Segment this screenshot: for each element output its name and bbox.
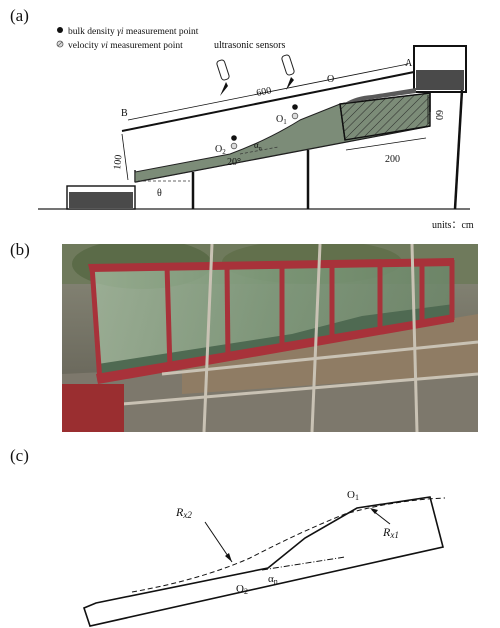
legend-bulk-density-symbol: γi <box>117 27 124 37</box>
legend-bulk-density-suffix: measurement point <box>123 27 198 37</box>
label-Rx2-sub: x2 <box>182 510 192 520</box>
label-c-alpha: α <box>268 573 274 585</box>
label-O1: O <box>276 114 283 125</box>
svg-text:bulk density γi measurement po: bulk density γi measurement point <box>68 27 199 37</box>
svg-text:velocity vi measurement point: velocity vi measurement point <box>68 41 183 51</box>
ultrasonic-sensor-left-icon <box>216 59 230 96</box>
svg-text:αn: αn <box>254 140 262 152</box>
legend-bulk-density-prefix: bulk density <box>68 27 117 37</box>
panel-label-a: (a) <box>10 6 29 25</box>
bulk-density-marker-icon <box>57 27 63 33</box>
label-alpha-sub: n <box>259 146 262 152</box>
rx2-arrowhead-icon <box>225 553 232 562</box>
slope-reference-line <box>261 556 346 571</box>
ultrasonic-sensor-right-icon <box>281 54 295 90</box>
length-dimension-line <box>127 63 409 121</box>
support-leg-3 <box>453 89 464 210</box>
flume-schematic: bulk density γi measurement point veloci… <box>38 27 474 231</box>
label-A: A <box>405 58 413 69</box>
label-alpha: α <box>254 140 259 150</box>
slope-profile-diagram: O1 O2 αn Rx2 Rx1 <box>83 489 446 627</box>
label-O: O <box>327 74 334 85</box>
density-point-O1 <box>292 104 298 110</box>
slope-angle-label: 20° <box>227 157 241 168</box>
legend-velocity-prefix: velocity <box>68 41 101 51</box>
ultrasonic-sensors-label: ultrasonic sensors <box>214 40 285 51</box>
tank-length-dimension-label: 200 <box>385 154 400 165</box>
svg-text:O2: O2 <box>236 583 248 596</box>
height-dimension-line <box>121 133 129 181</box>
label-Rx1-sub: x1 <box>389 530 399 540</box>
label-Rx2: R <box>175 505 184 519</box>
tank-length-dimension-line <box>345 137 427 151</box>
photo-frame-posts <box>89 260 455 383</box>
label-B: B <box>121 108 128 119</box>
label-O1-sub: 1 <box>283 118 287 126</box>
label-Rx1: R <box>382 525 391 539</box>
svg-text:Rx1: Rx1 <box>382 525 399 540</box>
label-c-O2: O <box>236 583 244 595</box>
panel-label-c: (c) <box>10 446 29 465</box>
photo-frame-top <box>88 258 454 272</box>
units-label: units：cm <box>432 220 474 231</box>
velocity-point-O2 <box>230 142 238 150</box>
label-c-O1-sub: 1 <box>355 493 359 502</box>
height-dimension-label: 100 <box>112 154 125 170</box>
fitted-curve <box>131 497 446 593</box>
svg-text:O1: O1 <box>347 489 359 502</box>
density-point-O2 <box>231 135 237 141</box>
velocity-point-O1 <box>291 112 299 120</box>
svg-text:Rx2: Rx2 <box>175 505 192 520</box>
label-c-O2-sub: 2 <box>244 587 248 596</box>
svg-text:αn: αn <box>268 573 278 586</box>
label-c-O1: O <box>347 489 355 501</box>
svg-text:O1: O1 <box>276 114 287 126</box>
right-height-dimension-label: 60 <box>433 110 444 120</box>
photo-frame-bottom <box>96 314 454 384</box>
profile-outline <box>83 496 444 627</box>
photo-flume-glass <box>90 262 454 380</box>
base-angle-label: θ <box>157 188 162 199</box>
svg-text:O2: O2 <box>215 144 226 156</box>
rx1-arrowhead-icon <box>370 508 378 514</box>
legend-velocity-suffix: measurement point <box>108 41 183 51</box>
label-O2-sub: 2 <box>222 148 226 156</box>
legend-velocity-symbol: vi <box>101 41 108 51</box>
label-c-alpha-sub: n <box>274 577 278 586</box>
length-dimension-label: 600 <box>255 85 272 99</box>
panel-label-b: (b) <box>10 240 30 259</box>
label-O2: O <box>215 144 222 155</box>
flume-top-wall <box>121 71 415 132</box>
flume-photograph <box>62 244 478 432</box>
photo-scaffolding <box>121 244 478 432</box>
